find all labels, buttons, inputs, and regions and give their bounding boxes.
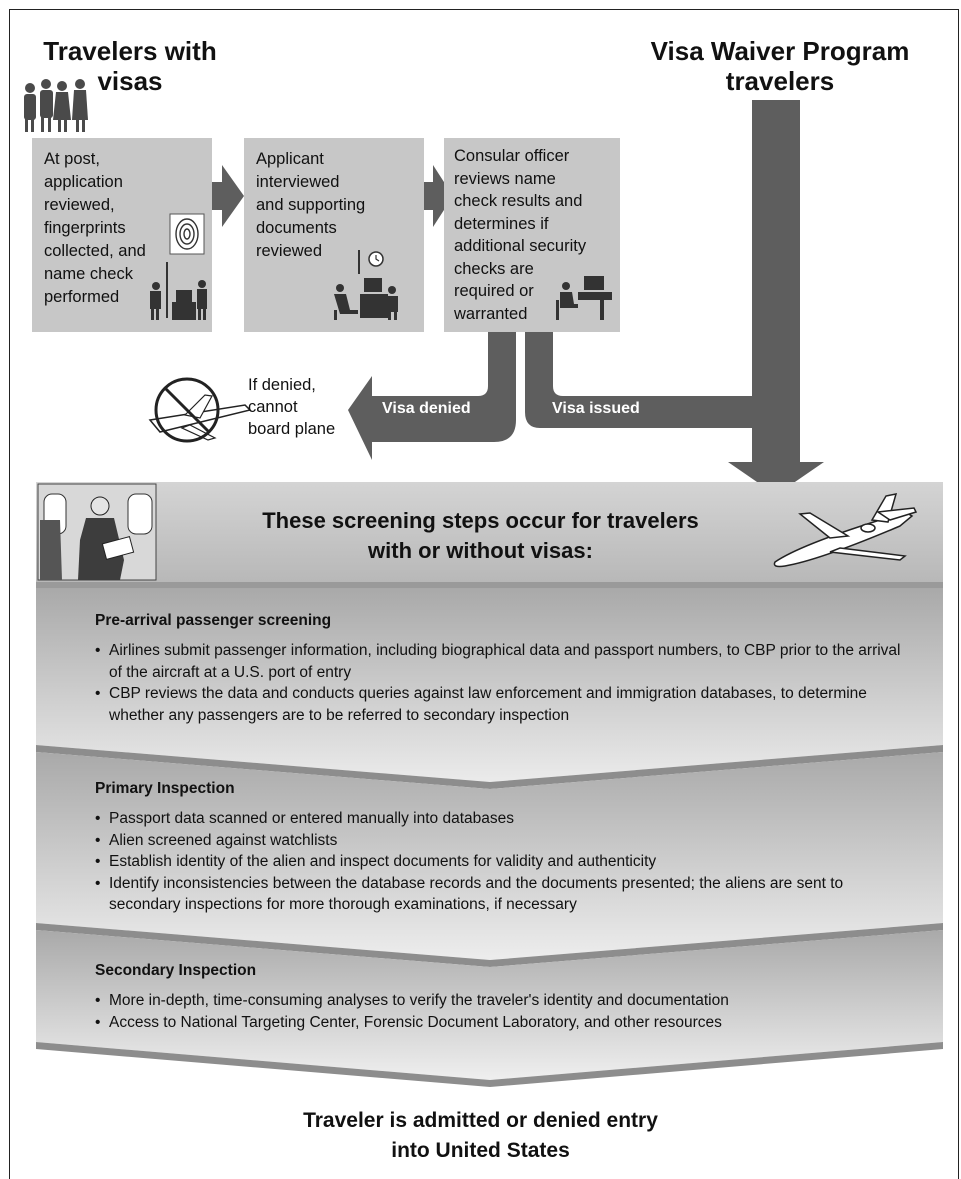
step-text-line: and supporting	[256, 196, 366, 214]
step-text-line: Consular officer	[454, 147, 570, 165]
step-text-line: reviewed	[256, 242, 323, 260]
outcome-line: Traveler is admitted or denied entry	[303, 1109, 658, 1132]
outcome-text: Traveler is admitted or denied entry int…	[0, 1106, 961, 1166]
section-title: Primary Inspection	[95, 780, 235, 797]
heading-line: visas	[97, 66, 163, 96]
heading-line: Visa Waiver Program	[650, 36, 910, 66]
step-text-line: Applicant	[256, 150, 324, 168]
vwp-arrow	[728, 100, 824, 495]
section-bullet: Alien screened against watchlists	[95, 830, 905, 852]
outcome-line: into United States	[391, 1139, 570, 1162]
step-text-line: reviews name	[454, 169, 556, 188]
band-title-line: with or without visas:	[368, 538, 593, 563]
step-text-line: fingerprints	[44, 219, 126, 237]
section-bullet: Identify inconsistencies between the dat…	[95, 873, 905, 916]
travelers-with-visas-heading: Travelers with visas	[20, 36, 240, 96]
step-text-line: documents	[256, 219, 337, 237]
step-box-interview: Applicant interviewed and supporting doc…	[244, 138, 424, 332]
section-primary-inspection: Primary Inspection Passport data scanned…	[95, 780, 905, 916]
section-bullet: More in-depth, time-consuming analyses t…	[95, 990, 905, 1012]
section-bullet: Airlines submit passenger information, i…	[95, 640, 905, 683]
step-box-post-application: At post, application reviewed, fingerpri…	[32, 138, 212, 332]
diagram-frame	[9, 9, 959, 1179]
denied-note-line: board plane	[248, 420, 336, 438]
step-text-line: interviewed	[256, 173, 340, 191]
step-text-line: check results and	[454, 192, 583, 210]
section-bullet: Establish identity of the alien and insp…	[95, 851, 905, 873]
visa-denied-label: Visa denied	[382, 400, 471, 417]
step-text-line: collected, and	[44, 242, 146, 260]
step-arrow-2	[424, 165, 453, 227]
section-bullet: Access to National Targeting Center, For…	[95, 1012, 905, 1034]
vwp-travelers-heading: Visa Waiver Program travelers	[630, 36, 930, 96]
section-bullet: Passport data scanned or entered manuall…	[95, 808, 905, 830]
step-text-line: performed	[44, 288, 120, 306]
step-text-line: checks are	[454, 259, 534, 278]
step-text-line: additional security	[454, 237, 587, 255]
section-title: Pre-arrival passenger screening	[95, 612, 332, 629]
step-text-line: determines if	[454, 214, 549, 233]
visa-issued-arrow	[525, 332, 752, 428]
no-boarding-icon	[148, 377, 252, 443]
step-text-line: reviewed,	[44, 196, 115, 214]
step-arrow-1	[211, 165, 244, 227]
travelers-icon	[24, 79, 88, 132]
visa-denied-arrow	[348, 332, 516, 460]
band-title-line: These screening steps occur for traveler…	[262, 508, 699, 533]
airplane-icon	[773, 493, 918, 568]
section-secondary-inspection: Secondary Inspection More in-depth, time…	[95, 962, 905, 1033]
passenger-icon	[37, 483, 157, 581]
visa-issued-label: Visa issued	[552, 400, 640, 417]
heading-line: Travelers with	[43, 36, 217, 66]
section-bullet: CBP reviews the data and conducts querie…	[95, 683, 905, 726]
step-text-line: name check	[44, 265, 133, 283]
step-text-line: warranted	[454, 304, 528, 323]
step-text-line: application	[44, 173, 123, 191]
denied-note-line: cannot	[248, 398, 298, 416]
step-box-consular-review: Consular officer reviews name check resu…	[444, 138, 620, 332]
heading-line: travelers	[725, 66, 835, 96]
screening-band-title: These screening steps occur for traveler…	[0, 506, 961, 566]
denied-note-line: If denied,	[248, 376, 316, 394]
step-text-line: required or	[454, 282, 534, 300]
denied-note: If denied, cannot board plane	[248, 374, 335, 440]
step-text-line: At post,	[44, 150, 100, 168]
section-pre-arrival: Pre-arrival passenger screening Airlines…	[95, 612, 905, 726]
section-title: Secondary Inspection	[95, 962, 257, 979]
